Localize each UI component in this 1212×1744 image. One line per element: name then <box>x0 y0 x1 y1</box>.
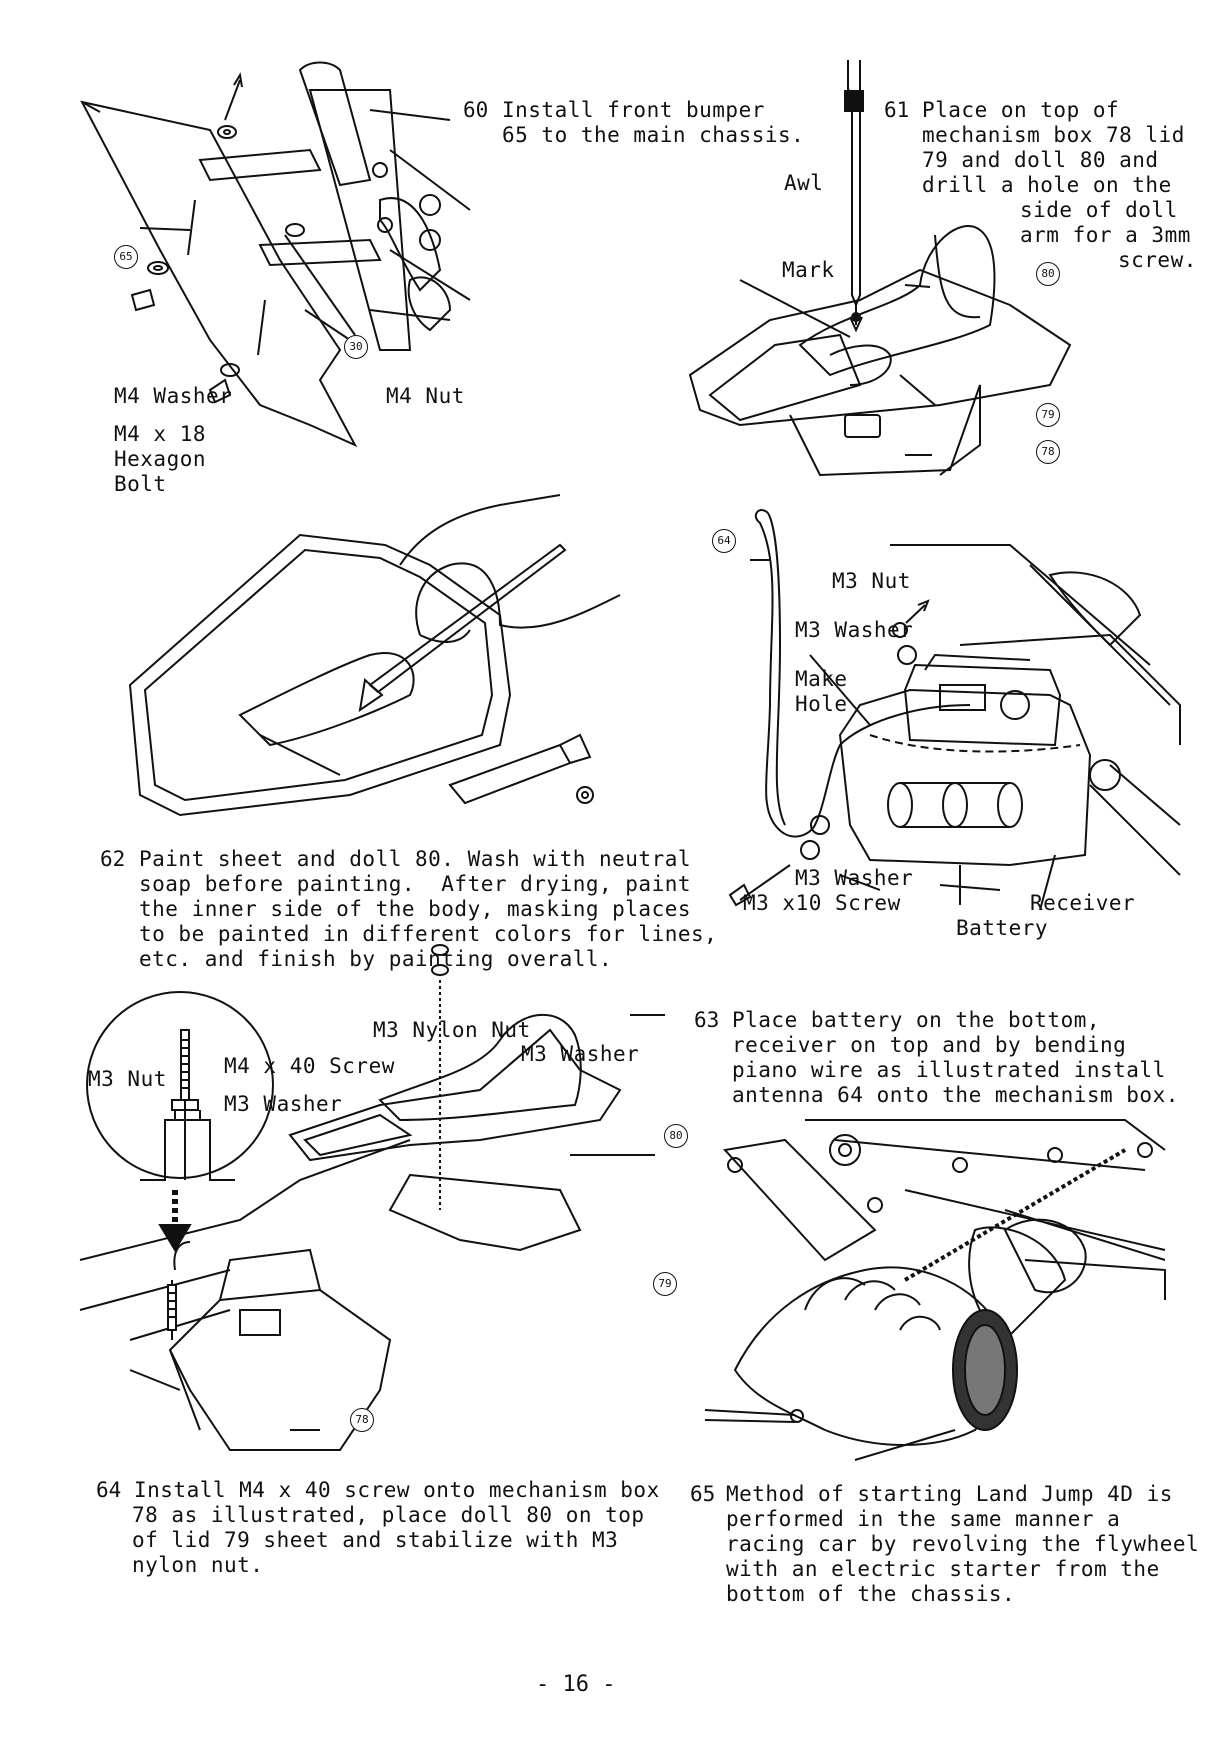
step63-label-hole-1: Make <box>795 667 848 691</box>
step60-label-bolt-3: Bolt <box>114 472 167 496</box>
page-number: - 16 - <box>536 1672 616 1697</box>
step60-callout-65: 65 <box>114 245 138 269</box>
step61-line-5: side of doll <box>1020 198 1178 222</box>
step65-line-2: performed in the same manner a <box>726 1507 1121 1531</box>
step61-callout-79: 79 <box>1036 403 1060 427</box>
step64-label-washer-left: M3 Washer <box>224 1092 343 1116</box>
step64-callout-80: 80 <box>664 1124 688 1148</box>
step62-line-3: the inner side of the body, masking plac… <box>139 897 692 921</box>
step61-callout-78: 78 <box>1036 440 1060 464</box>
step61-label-awl: Awl <box>784 171 824 195</box>
step61-doll-drill-illustration <box>680 55 1080 495</box>
step61-number: 61 <box>884 98 910 122</box>
step65-number: 65 <box>690 1482 716 1506</box>
step65-line-1: Method of starting Land Jump 4D is <box>726 1482 1173 1506</box>
step63-label-washer-top: M3 Washer <box>795 618 914 642</box>
step63-line-2: receiver on top and by bending <box>732 1033 1127 1057</box>
step64-line-2: 78 as illustrated, place doll 80 on top <box>132 1503 645 1527</box>
step61-line-7: screw. <box>1118 248 1197 272</box>
step60-callout-30: 30 <box>344 335 368 359</box>
step60-label-nut: M4 Nut <box>386 384 465 408</box>
step64-callout-79: 79 <box>653 1272 677 1296</box>
step60-bumper-illustration <box>70 50 490 490</box>
step64-line-4: nylon nut. <box>132 1553 264 1577</box>
step63-line-4: antenna 64 onto the mechanism box. <box>732 1083 1179 1107</box>
step63-line-1: Place battery on the bottom, <box>732 1008 1101 1032</box>
step62-number: 62 <box>100 847 126 871</box>
step63-antenna-illustration <box>710 505 1190 925</box>
step64-label-nut: M3 Nut <box>88 1067 167 1091</box>
step65-line-3: racing car by revolving the flywheel <box>726 1532 1200 1556</box>
step63-label-battery: Battery <box>956 916 1049 940</box>
step65-line-4: with an electric starter from the <box>726 1557 1160 1581</box>
step64-label-washer-right: M3 Washer <box>521 1042 640 1066</box>
step61-line-2: mechanism box 78 lid <box>922 123 1185 147</box>
step63-label-washer-bottom: M3 Washer <box>795 866 914 890</box>
step64-line-1: Install M4 x 40 screw onto mechanism box <box>134 1478 660 1502</box>
step62-line-2: soap before painting. After drying, pain… <box>139 872 692 896</box>
step65-starter-illustration <box>705 1110 1175 1460</box>
step61-line-6: arm for a 3mm <box>1020 223 1191 247</box>
step60-label-bolt-1: M4 x 18 <box>114 422 207 446</box>
step64-number: 64 <box>96 1478 122 1502</box>
step62-line-5: etc. and finish by painting overall. <box>139 947 613 971</box>
step60-line-1: Install front bumper <box>502 98 765 122</box>
step60-number: 60 <box>463 98 489 122</box>
step64-mount-doll-illustration <box>80 1010 700 1450</box>
step60-line-2: 65 to the main chassis. <box>502 123 805 147</box>
step64-callout-78: 78 <box>350 1408 374 1432</box>
step61-callout-80: 80 <box>1036 262 1060 286</box>
step61-line-1: Place on top of <box>922 98 1120 122</box>
step60-label-washer: M4 Washer <box>114 384 233 408</box>
step61-label-mark: Mark <box>782 258 835 282</box>
step61-line-4: drill a hole on the <box>922 173 1172 197</box>
step63-label-screw: M3 x10 Screw <box>743 891 901 915</box>
step62-line-1: Paint sheet and doll 80. Wash with neutr… <box>139 847 692 871</box>
step63-label-hole-2: Hole <box>795 692 848 716</box>
step64-line-3: of lid 79 sheet and stabilize with M3 <box>132 1528 619 1552</box>
step65-line-5: bottom of the chassis. <box>726 1582 1016 1606</box>
step62-painting-illustration <box>120 495 640 835</box>
step63-line-3: piano wire as illustrated install <box>732 1058 1166 1082</box>
step63-callout-64: 64 <box>712 529 736 553</box>
step63-number: 63 <box>694 1008 720 1032</box>
step60-label-bolt-2: Hexagon <box>114 447 207 471</box>
step64-label-screw: M4 x 40 Screw <box>224 1054 395 1078</box>
step62-line-4: to be painted in different colors for li… <box>139 922 718 946</box>
step63-label-receiver: Receiver <box>1030 891 1136 915</box>
step63-label-nut: M3 Nut <box>832 569 911 593</box>
step61-line-3: 79 and doll 80 and <box>922 148 1159 172</box>
step64-label-nylon-nut: M3 Nylon Nut <box>373 1018 531 1042</box>
